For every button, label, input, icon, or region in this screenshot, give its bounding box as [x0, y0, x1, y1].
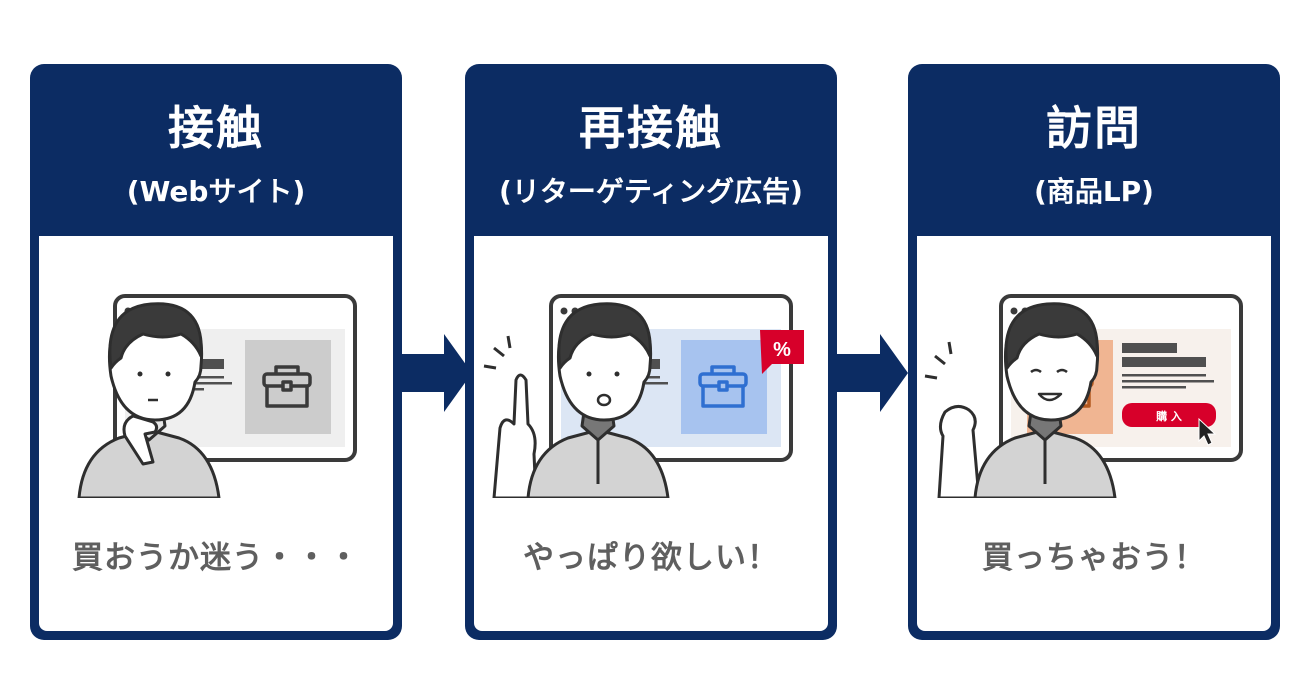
step-panel-recontact: 再接触 (リターゲティング広告) — [465, 64, 837, 640]
step-caption: 買っちゃおう！ — [982, 540, 1206, 576]
step-title: 訪問 — [1046, 101, 1142, 155]
step-panel-visit: 訪問 (商品LP) — [908, 64, 1280, 640]
step-body: 買おうか迷う・・・ — [39, 236, 393, 631]
buy-button[interactable]: 購 入 — [1122, 403, 1216, 427]
step-body: 購 入 買っちゃおう！ — [917, 236, 1271, 631]
person-pointing-icon — [483, 302, 670, 498]
arrow-right-icon — [400, 334, 472, 412]
buy-button-label: 購 入 — [1155, 409, 1182, 423]
arrow-right-icon — [836, 334, 908, 412]
briefcase-icon — [262, 365, 312, 408]
step-subtitle: (リターゲティング広告) — [499, 175, 803, 208]
step-title: 接触 — [168, 101, 264, 155]
step-subtitle: (Webサイト) — [126, 175, 306, 208]
step-subtitle: (商品LP) — [1034, 175, 1154, 208]
step-header: 接触 (Webサイト) — [30, 64, 402, 236]
discount-badge-label: % — [773, 339, 791, 361]
person-thinking-website-illustration — [77, 294, 357, 498]
briefcase-icon — [698, 365, 748, 408]
step-title: 再接触 — [579, 101, 723, 155]
step-header: 再接触 (リターゲティング広告) — [465, 64, 837, 236]
step-body: % やっぱり欲しい！ — [474, 236, 828, 631]
person-fist-product-lp-illustration: 購 入 — [924, 294, 1243, 498]
person-thinking-icon — [77, 302, 221, 498]
cursor-icon — [1198, 417, 1217, 446]
step-caption: やっぱり欲しい！ — [523, 540, 779, 576]
step-caption: 買おうか迷う・・・ — [72, 540, 360, 576]
discount-badge: % — [760, 330, 804, 374]
person-fist-icon — [924, 302, 1117, 498]
step-panel-contact: 接触 (Webサイト) — [30, 64, 402, 640]
step-header: 訪問 (商品LP) — [908, 64, 1280, 236]
person-pointing-retargeting-illustration: % — [483, 294, 804, 498]
